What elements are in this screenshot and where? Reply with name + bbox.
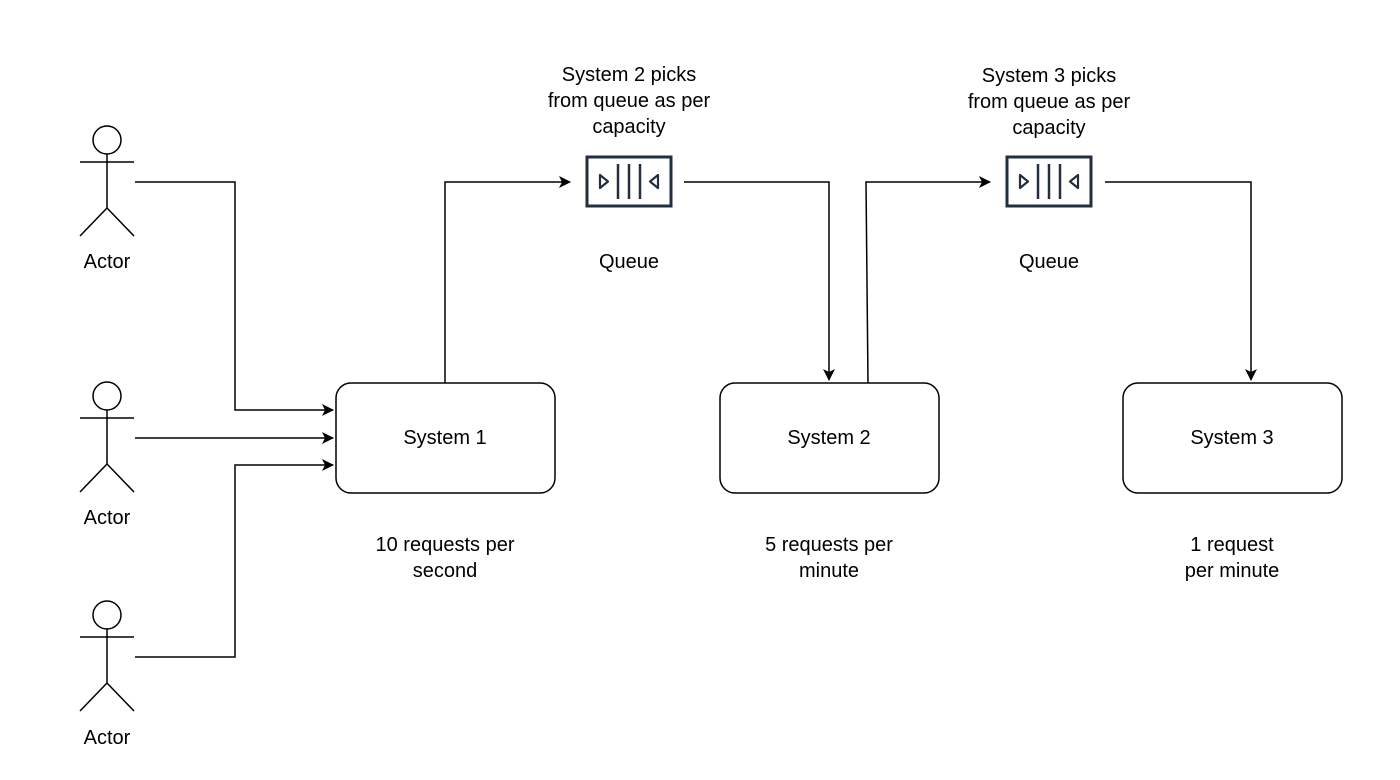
queue-2-note-line-1: System 3 picks — [982, 65, 1116, 87]
actor-1-icon — [79, 125, 135, 237]
system-2-rate-line-2: minute — [799, 560, 859, 582]
queue-1-note-line-3: capacity — [592, 116, 665, 138]
system-3-rate-line-2: per minute — [1185, 560, 1280, 582]
system-1: System 1 10 requests per second — [335, 382, 556, 582]
queue-2-note-line-3: capacity — [1012, 117, 1085, 139]
queue-2-icon — [1005, 155, 1093, 208]
queue-1-note-line-2: from queue as per — [548, 90, 711, 112]
system-2-box — [719, 382, 940, 494]
edge-actor3-system1 — [135, 459, 334, 658]
actor-1-label: Actor — [84, 251, 131, 273]
edge-queue2-system3 — [1105, 181, 1257, 381]
actor-3-label: Actor — [84, 727, 131, 749]
queue-1-note-line-1: System 2 picks — [562, 64, 696, 86]
actor-3: Actor — [79, 600, 135, 749]
system-1-rate-line-1: 10 requests per — [376, 534, 515, 556]
system-3-box — [1122, 382, 1343, 494]
edge-queue1-system2 — [684, 181, 835, 381]
queue-2-note-line-2: from queue as per — [968, 91, 1131, 113]
system-3-rate-line-1: 1 request — [1190, 534, 1274, 556]
system-2-label: System 2 — [787, 427, 870, 449]
queue-2: System 3 picks from queue as per capacit… — [968, 65, 1131, 273]
system-2: System 2 5 requests per minute — [719, 382, 940, 582]
system-1-rate-line-2: second — [413, 560, 478, 582]
system-3-label: System 3 — [1190, 427, 1273, 449]
actor-3-icon — [79, 600, 135, 712]
actor-2-label: Actor — [84, 507, 131, 529]
system-1-box — [335, 382, 556, 494]
edge-system2-queue2 — [865, 176, 991, 384]
queue-1-icon — [585, 155, 673, 208]
actor-2: Actor — [79, 381, 135, 529]
edge-actor1-system1 — [135, 181, 334, 416]
edge-system1-queue1 — [444, 176, 571, 383]
system-3: System 3 1 request per minute — [1122, 382, 1343, 582]
queue-1: System 2 picks from queue as per capacit… — [548, 64, 711, 273]
actor-2-icon — [79, 381, 135, 493]
actor-1: Actor — [79, 125, 135, 273]
system-2-rate-line-1: 5 requests per — [765, 534, 893, 556]
queue-1-label: Queue — [599, 251, 659, 273]
system-1-label: System 1 — [403, 427, 486, 449]
queue-2-label: Queue — [1019, 251, 1079, 273]
